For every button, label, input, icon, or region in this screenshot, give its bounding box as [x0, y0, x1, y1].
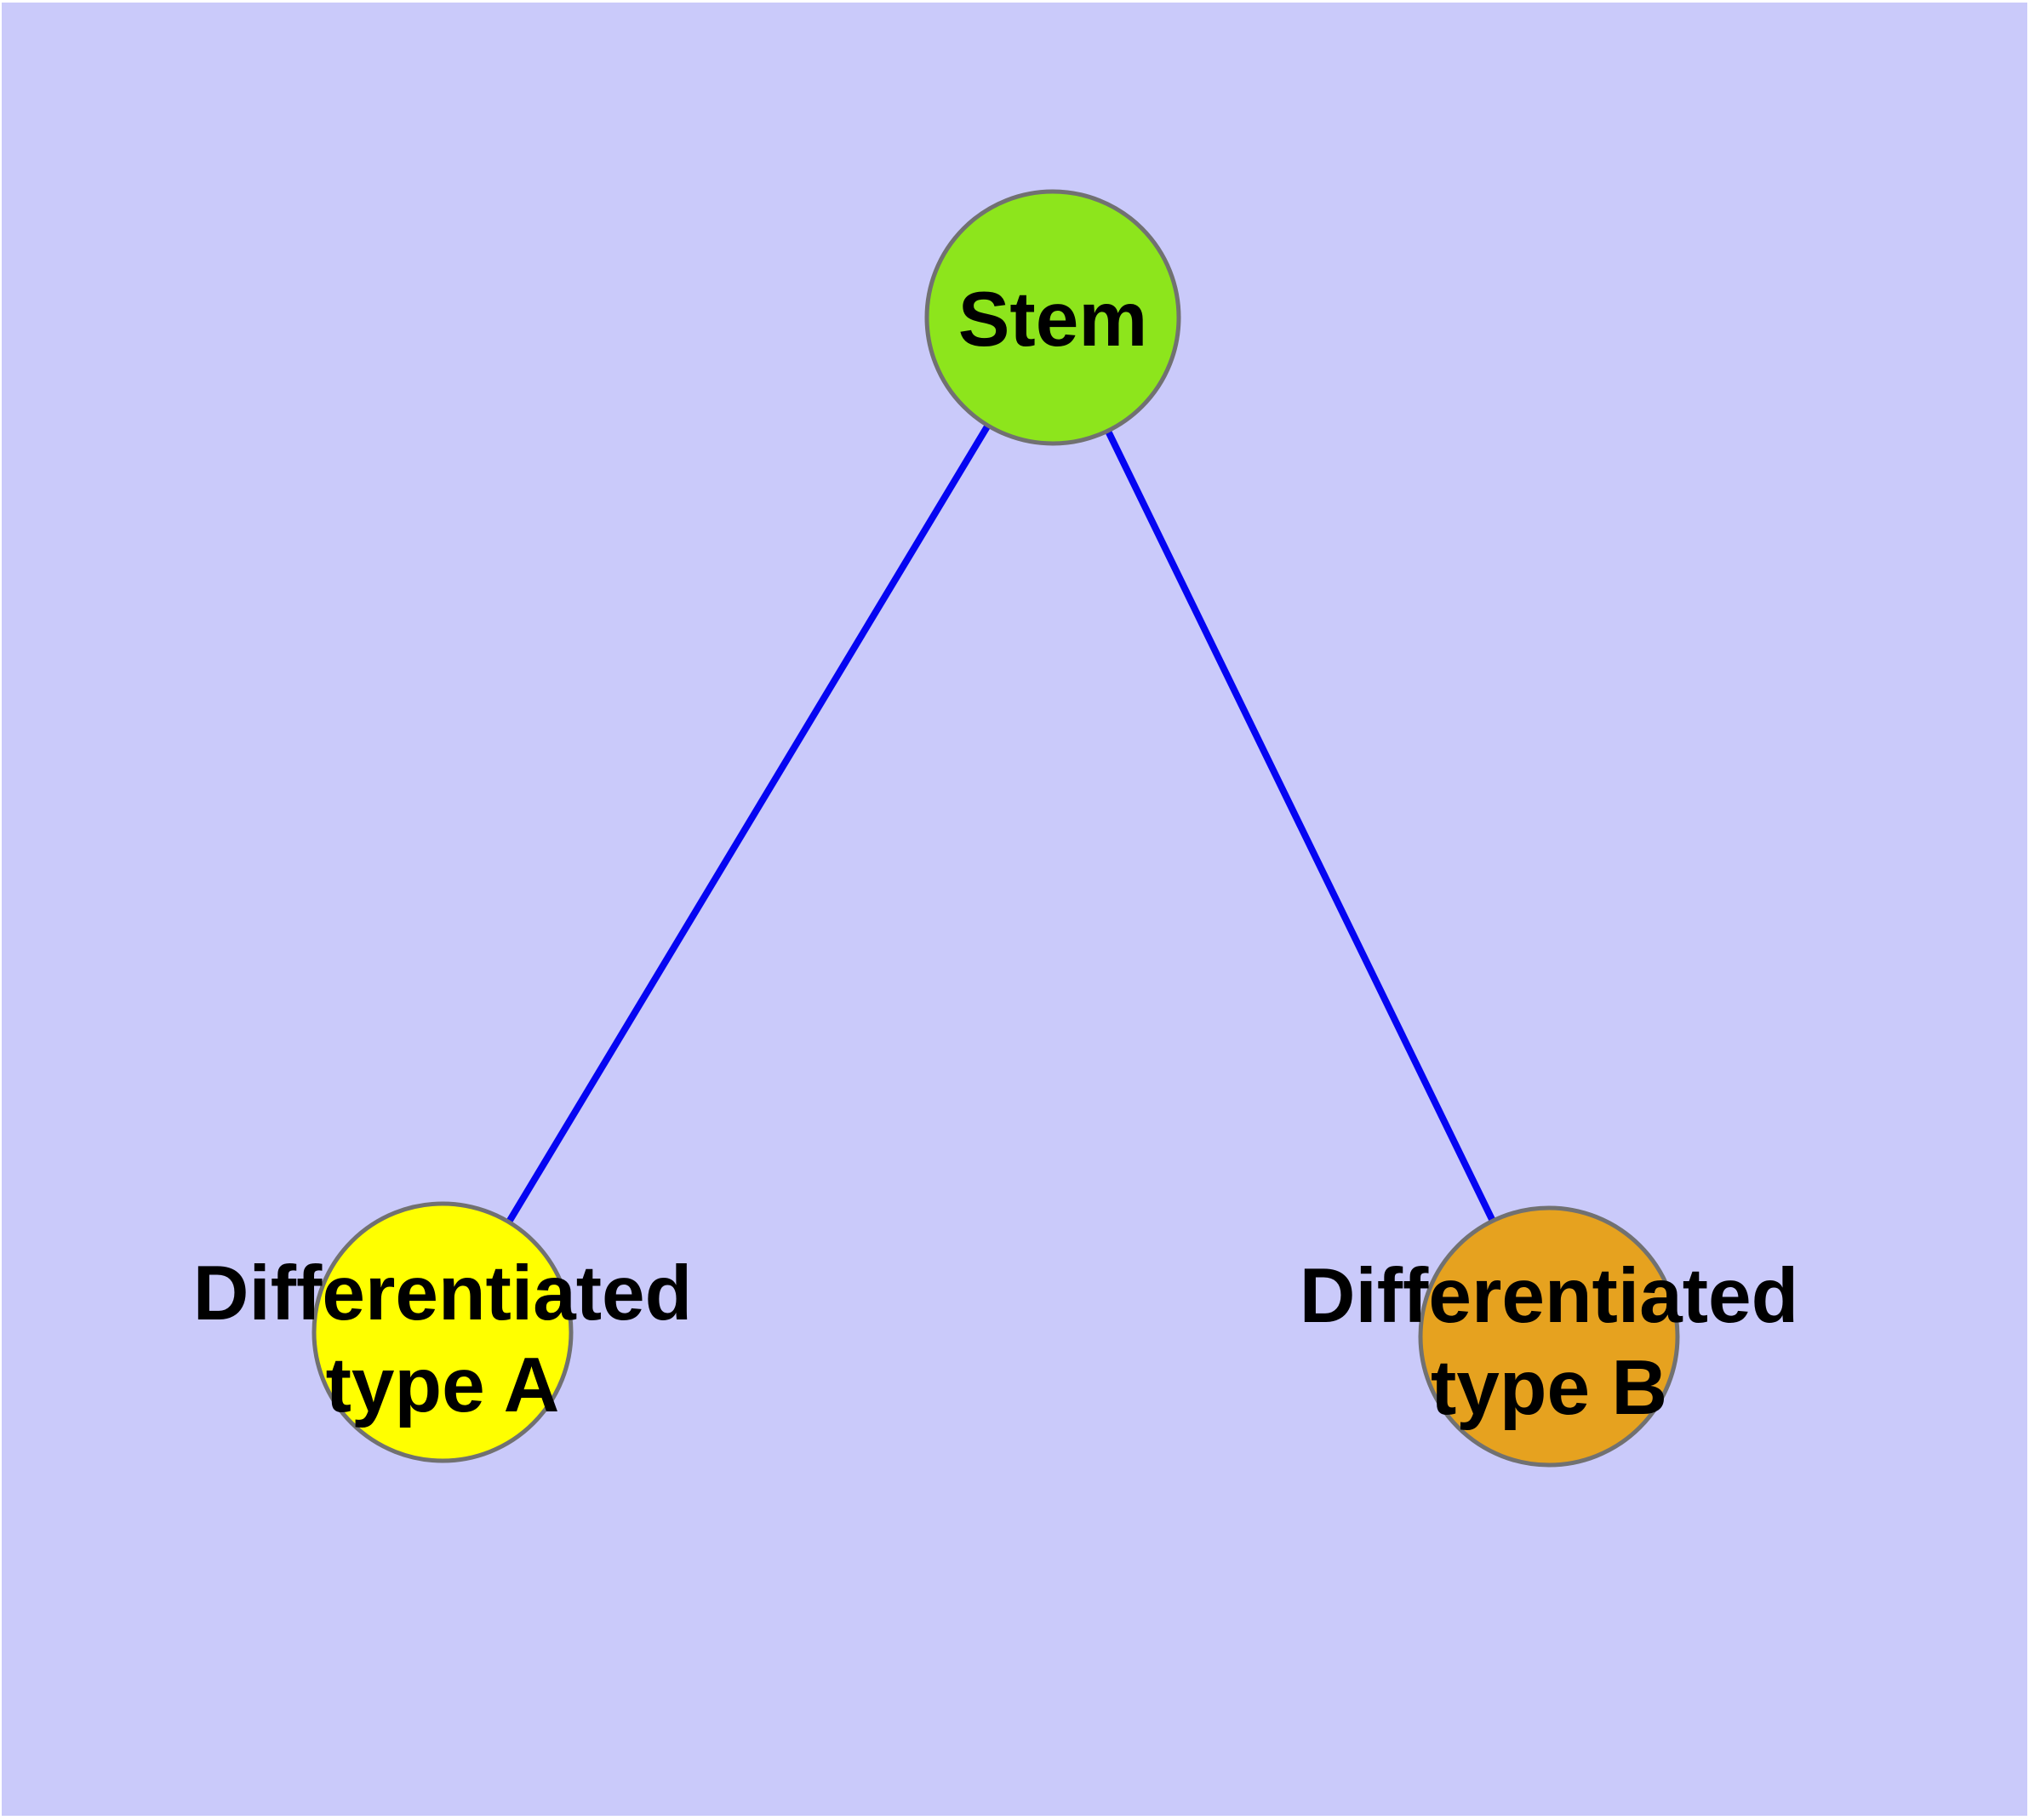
- differentiated-type-a-node: [311, 1201, 574, 1463]
- differentiated-type-a-label-line1: Differentiated: [193, 1251, 693, 1336]
- edge-stem-to-type-a: [439, 315, 1056, 1335]
- stem-node-label: Stem: [958, 277, 1148, 363]
- edge-stem-to-type-b: [1049, 316, 1552, 1338]
- differentiated-type-a-label-line2: type A: [326, 1342, 560, 1428]
- differentiated-type-b-label-line2: type B: [1431, 1345, 1667, 1431]
- differentiated-type-b-node: [1418, 1205, 1680, 1468]
- differentiated-type-b-label-line1: Differentiated: [1300, 1253, 1799, 1339]
- stem-node: [924, 189, 1181, 446]
